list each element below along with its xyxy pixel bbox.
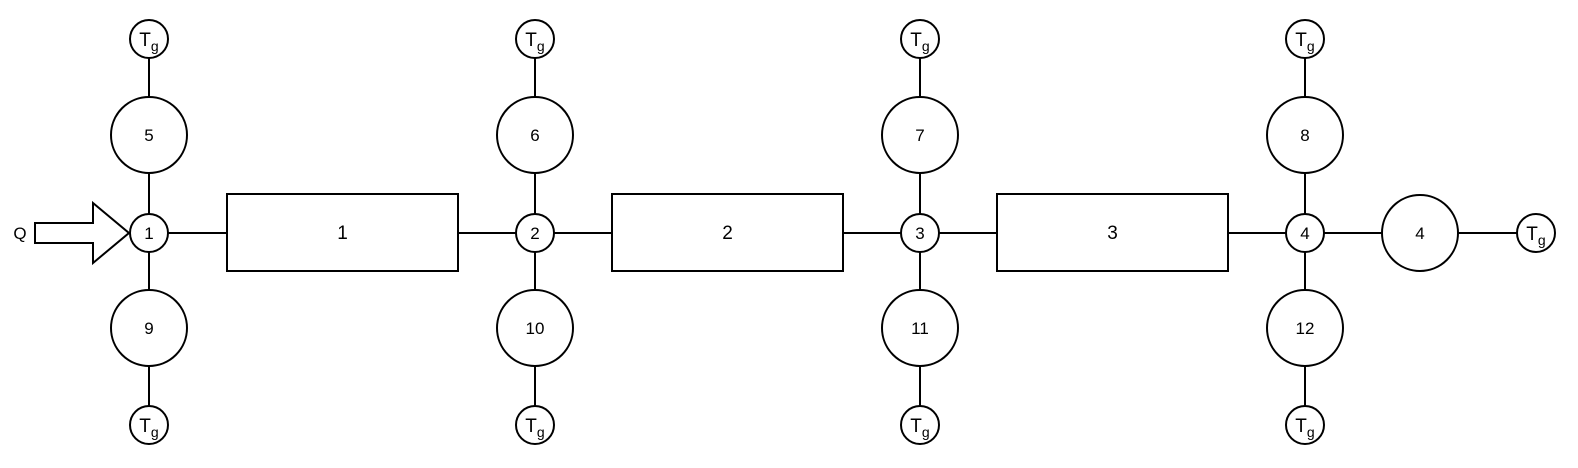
heat-input-arrow <box>34 200 131 266</box>
upper-node-6-label: 6 <box>530 126 539 145</box>
junction-node-4: 4 <box>1285 213 1325 253</box>
resistor-block-2: 2 <box>611 193 844 272</box>
junction-node-3-label: 3 <box>915 224 924 243</box>
lower-node-10: 10 <box>496 289 574 367</box>
upper-node-8-label: 8 <box>1300 126 1309 145</box>
svg-text:Tg: Tg <box>1526 224 1545 248</box>
svg-text:Tg: Tg <box>139 30 158 54</box>
lower-node-11-label: 11 <box>911 319 929 338</box>
ambient-subscript: g <box>151 424 159 440</box>
ambient-terminal-bottom-1: Tg <box>129 405 169 445</box>
ambient-subscript: g <box>922 38 930 54</box>
ambient-subscript: g <box>537 38 545 54</box>
ambient-subscript: g <box>1538 232 1546 248</box>
ambient-symbol: T <box>139 30 151 51</box>
ambient-subscript: g <box>537 424 545 440</box>
lower-node-12: 12 <box>1266 289 1344 367</box>
ambient-terminal-bottom-2: Tg <box>515 405 555 445</box>
ambient-symbol: T <box>525 30 537 51</box>
svg-text:Tg: Tg <box>139 416 158 440</box>
lower-node-10-label: 10 <box>526 319 545 338</box>
ambient-subscript: g <box>922 424 930 440</box>
lower-node-11: 11 <box>881 289 959 367</box>
svg-text:Tg: Tg <box>1295 416 1314 440</box>
ambient-symbol: T <box>1295 30 1307 51</box>
upper-node-6: 6 <box>496 96 574 174</box>
ambient-symbol: T <box>910 416 922 437</box>
resistor-block-3: 3 <box>996 193 1229 272</box>
ambient-symbol: T <box>1295 416 1307 437</box>
svg-text:Tg: Tg <box>525 416 544 440</box>
upper-node-5: 5 <box>110 96 188 174</box>
junction-node-3: 3 <box>900 213 940 253</box>
upper-node-7: 7 <box>881 96 959 174</box>
svg-text:Tg: Tg <box>1295 30 1314 54</box>
resistor-block-1: 1 <box>226 193 459 272</box>
upper-node-7-label: 7 <box>915 126 924 145</box>
ambient-symbol: T <box>1526 224 1538 245</box>
junction-node-1: 1 <box>129 213 169 253</box>
junction-node-2: 2 <box>515 213 555 253</box>
end-node-4-label: 4 <box>1415 224 1424 243</box>
end-node-4: 4 <box>1381 194 1459 272</box>
ambient-terminal-bottom-3: Tg <box>900 405 940 445</box>
resistor-block-1-label: 1 <box>337 223 348 244</box>
junction-node-2-label: 2 <box>530 224 539 243</box>
svg-text:Tg: Tg <box>525 30 544 54</box>
ambient-symbol: T <box>525 416 537 437</box>
upper-node-8: 8 <box>1266 96 1344 174</box>
ambient-subscript: g <box>1307 38 1315 54</box>
lower-node-9: 9 <box>110 289 188 367</box>
ambient-symbol: T <box>910 30 922 51</box>
svg-text:Tg: Tg <box>910 30 929 54</box>
svg-text:Tg: Tg <box>910 416 929 440</box>
ambient-symbol: T <box>139 416 151 437</box>
resistor-block-2-label: 2 <box>722 223 733 244</box>
lower-node-12-label: 12 <box>1296 319 1315 338</box>
heat-input-label: Q <box>13 224 26 243</box>
ambient-terminal-top-1: Tg <box>129 19 169 59</box>
lower-node-9-label: 9 <box>144 319 153 338</box>
junction-node-1-label: 1 <box>144 224 153 243</box>
connection-lines <box>148 58 1517 406</box>
ambient-terminal-right: Tg <box>1516 213 1556 253</box>
ambient-terminal-top-3: Tg <box>900 19 940 59</box>
ambient-terminal-top-2: Tg <box>515 19 555 59</box>
resistor-block-3-label: 3 <box>1107 223 1118 244</box>
ambient-subscript: g <box>151 38 159 54</box>
ambient-terminal-top-4: Tg <box>1285 19 1325 59</box>
ambient-terminal-bottom-4: Tg <box>1285 405 1325 445</box>
ambient-subscript: g <box>1307 424 1315 440</box>
upper-node-5-label: 5 <box>144 126 153 145</box>
junction-node-4-label: 4 <box>1300 224 1309 243</box>
